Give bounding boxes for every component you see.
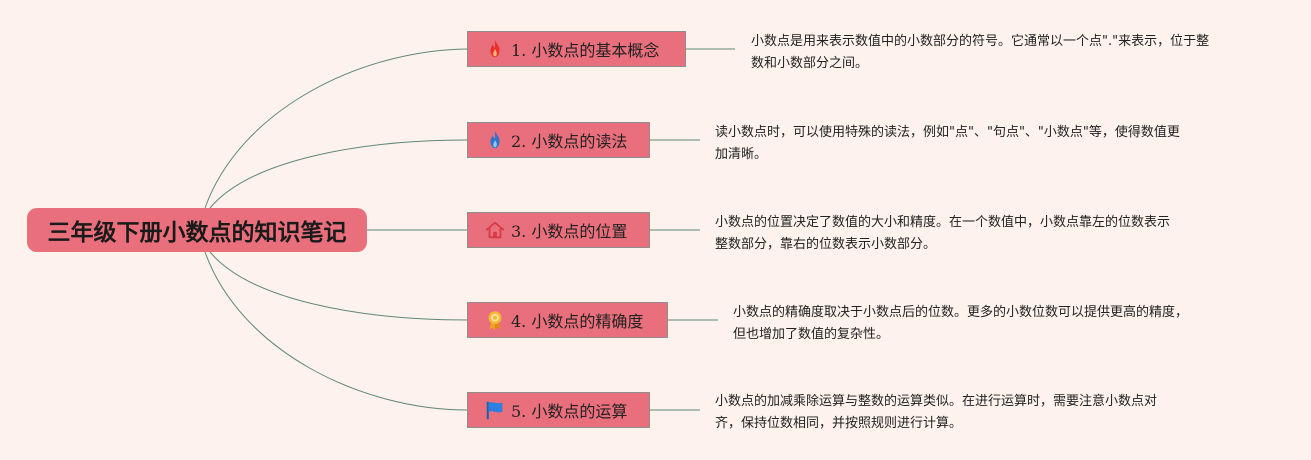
connector-root-branch-5 (204, 251, 469, 411)
description-line: 读小数点时，可以使用特殊的读法，例如"点"、"句点"、"小数点"等，使得数值更 (715, 125, 1180, 140)
connector-root-branch-1 (204, 48, 469, 209)
branch-3-description: 小数点的位置决定了数值的大小和精度。在一个数值中，小数点靠左的位数表示 整数部分… (715, 212, 1170, 256)
branch-topic-3[interactable]: 3. 小数点的位置 (467, 212, 650, 248)
description-line: 小数点是用来表示数值中的小数部分的符号。它通常以一个点"."来表示，位于整 (751, 34, 1210, 49)
branch-topic-5-label: 5. 小数点的运算 (511, 402, 628, 421)
branch-topic-3-label: 3. 小数点的位置 (511, 222, 628, 241)
fire-red-icon (484, 38, 506, 60)
fire-blue-icon (484, 129, 506, 151)
root-topic[interactable]: 三年级下册小数点的知识笔记 (27, 208, 367, 252)
description-line: 小数点的加减乘除运算与整数的运算类似。在进行运算时，需要注意小数点对 (715, 394, 1158, 409)
flag-icon (484, 399, 506, 421)
description-line: 加清晰。 (715, 147, 768, 162)
branch-topic-5[interactable]: 5. 小数点的运算 (467, 392, 650, 428)
branch-topic-4[interactable]: 4. 小数点的精确度 (467, 302, 668, 338)
branch-2-description: 读小数点时，可以使用特殊的读法，例如"点"、"句点"、"小数点"等，使得数值更 … (715, 122, 1180, 166)
branch-4-description: 小数点的精确度取决于小数点后的位数。更多的小数位数可以提供更高的精度， 但也增加… (733, 302, 1188, 346)
branch-topic-2[interactable]: 2. 小数点的读法 (467, 122, 650, 158)
branch-topic-2-label: 2. 小数点的读法 (511, 132, 628, 151)
description-line: 整数部分，靠右的位数表示小数部分。 (715, 237, 937, 252)
connector-root-branch-2 (209, 139, 469, 209)
description-line: 小数点的位置决定了数值的大小和精度。在一个数值中，小数点靠左的位数表示 (715, 215, 1171, 230)
home-icon (484, 219, 506, 241)
branch-5-description: 小数点的加减乘除运算与整数的运算类似。在进行运算时，需要注意小数点对 齐，保持位… (715, 391, 1157, 435)
branch-topic-1[interactable]: 1. 小数点的基本概念 (467, 31, 686, 67)
description-line: 齐，保持位数相同，并按照规则进行计算。 (715, 416, 963, 431)
description-line: 数和小数部分之间。 (751, 56, 869, 71)
root-topic-label: 三年级下册小数点的知识笔记 (47, 220, 347, 246)
description-line: 但也增加了数值的复杂性。 (733, 327, 890, 342)
branch-topic-4-label: 4. 小数点的精确度 (511, 312, 644, 331)
description-line: 小数点的精确度取决于小数点后的位数。更多的小数位数可以提供更高的精度， (733, 305, 1189, 320)
award-icon (484, 309, 506, 331)
connector-root-branch-4 (209, 251, 469, 321)
branch-1-description: 小数点是用来表示数值中的小数部分的符号。它通常以一个点"."来表示，位于整 数和… (751, 31, 1209, 75)
branch-topic-1-label: 1. 小数点的基本概念 (511, 41, 660, 60)
